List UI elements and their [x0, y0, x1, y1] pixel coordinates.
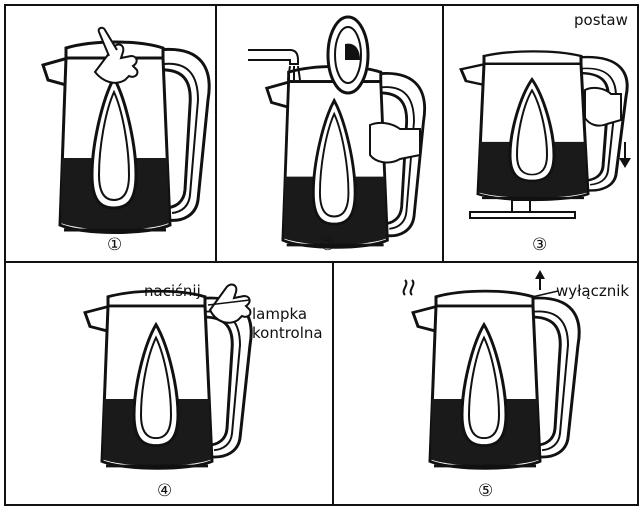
steam-icon: [404, 280, 414, 295]
holding-hand-icon-2: [370, 123, 420, 163]
up-arrow-icon: [535, 270, 545, 290]
label-postaw: postaw: [574, 12, 628, 29]
holding-hand-icon-3: [585, 88, 621, 126]
switch-pointer-line: [532, 291, 558, 297]
base-stand-icon: [470, 200, 575, 218]
step-number-1: ①: [107, 236, 122, 254]
label-lampka: lampka: [252, 306, 307, 323]
open-lid-icon: [328, 17, 368, 93]
label-wylacznik: wyłącznik: [556, 283, 629, 300]
step-number-3: ③: [532, 236, 547, 254]
step-number-5: ⑤: [478, 482, 493, 500]
step-number-4: ④: [157, 482, 172, 500]
label-kontrolna: kontrolna: [252, 325, 323, 342]
label-nacisnij: naciśnij: [144, 283, 201, 300]
kettle-illustration-5: [413, 291, 579, 468]
step-number-2: ②: [320, 236, 335, 254]
